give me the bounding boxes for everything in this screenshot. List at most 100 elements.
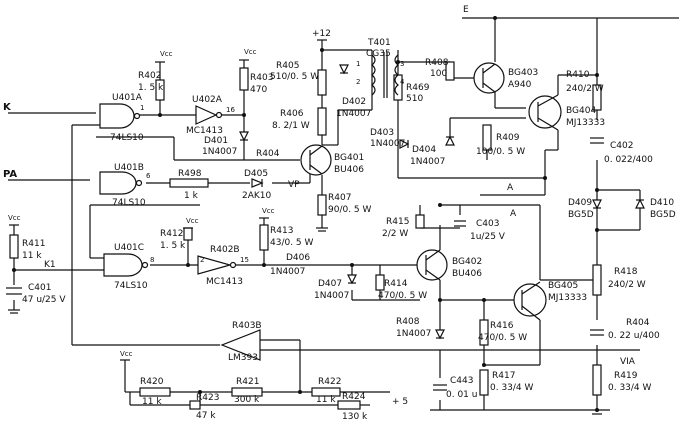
- pin-6: 6: [146, 172, 151, 180]
- r424-label: R424: [342, 392, 366, 402]
- r409-label: R409: [496, 133, 520, 143]
- input-pa-label: PA: [3, 169, 17, 180]
- bg403-value: A940: [508, 80, 532, 90]
- r424-value: 130 k: [342, 412, 368, 422]
- a-label-top: A: [507, 183, 514, 193]
- bg401-value: BU406: [334, 165, 364, 175]
- pin-t4: 4: [400, 78, 405, 86]
- d409-value: BG5D: [568, 210, 594, 220]
- d407-value: 1N4007: [314, 291, 349, 301]
- c401-label: C401: [28, 283, 51, 293]
- resistor-bodies: [9, 61, 602, 410]
- r403b-label: R403B: [232, 321, 262, 331]
- r402-label: R402: [138, 71, 161, 81]
- r416-label: R416: [490, 321, 514, 331]
- c443-value: 0. 01 u: [446, 390, 477, 400]
- r415-label: R415: [386, 217, 409, 227]
- bg404-label: BG404: [566, 106, 596, 116]
- transistor-bodies: [300, 62, 562, 321]
- r408b-value: 1N4007: [396, 329, 431, 339]
- d406-label: D406: [286, 253, 310, 263]
- d403-label: D403: [370, 128, 394, 138]
- pin-16: 16: [226, 106, 235, 114]
- r422-value: 11 k: [316, 395, 336, 405]
- r416-value: 470/0. 5 W: [478, 333, 527, 343]
- pin-1: 1: [140, 104, 144, 112]
- bg401-label: BG401: [334, 153, 364, 163]
- d407-label: D407: [318, 279, 342, 289]
- c443-label: C443: [450, 376, 473, 386]
- bg405-value: MJ13333: [548, 293, 587, 303]
- bg405-label: BG405: [548, 281, 578, 291]
- d404-value: 1N4007: [410, 157, 445, 167]
- r408-label: R408: [425, 58, 449, 68]
- r408-value: 100: [430, 69, 447, 79]
- d404-label: D404: [412, 145, 436, 155]
- u401c-part: 74LS10: [114, 281, 148, 291]
- plus12-label: +12: [312, 29, 331, 39]
- vcc-label-6: Vcc: [120, 350, 133, 358]
- r413-value: 43/0. 5 W: [270, 238, 314, 248]
- c403-label: C403: [476, 219, 499, 229]
- vcc-label-3: Vcc: [8, 214, 21, 222]
- r410-value: 240/2 W: [566, 84, 604, 94]
- r419-value: 0. 33/4 W: [608, 383, 652, 393]
- r407-value: 90/0. 5 W: [328, 205, 372, 215]
- d406-value: 1N4007: [270, 267, 305, 277]
- bg402-label: BG402: [452, 257, 482, 267]
- r412-label: R412: [160, 229, 183, 239]
- diode-symbols: [239, 64, 645, 340]
- d402-value: 1N4007: [336, 109, 371, 119]
- r415-value: 2/2 W: [382, 229, 408, 239]
- r423-label: R423: [196, 393, 219, 403]
- c402-value: 0. 022/400: [604, 155, 653, 165]
- input-k-label: K: [3, 102, 12, 113]
- pin-t2: 2: [356, 78, 360, 86]
- c401-value: 47 u/25 V: [22, 295, 66, 305]
- r409-value: 100/0. 5 W: [476, 147, 525, 157]
- r402-value: 1. 5 k: [138, 83, 164, 93]
- r403-label: R403: [250, 73, 273, 83]
- junction-dots: [12, 16, 599, 412]
- r414-label: R414: [384, 279, 408, 289]
- r418-value: 240/2 W: [608, 280, 646, 290]
- u402a-part: MC1413: [186, 126, 223, 136]
- c404-label: R404: [626, 318, 650, 328]
- ground-symbols: [8, 39, 602, 415]
- r405-value: 510/0. 5 W: [270, 72, 319, 82]
- r469-value: 510: [406, 94, 423, 104]
- r410-label: R410: [566, 70, 590, 80]
- r417-value: 0. 33/4 W: [490, 383, 534, 393]
- u401a-label: U401A: [112, 93, 143, 103]
- pin-2: 2: [200, 256, 204, 264]
- r414-value: 470/0. 5 W: [378, 291, 427, 301]
- bg404-value: MJ13333: [566, 118, 605, 128]
- r404-label: R404: [256, 149, 280, 159]
- a-label-bottom: A: [510, 209, 517, 219]
- vcc-label-5: Vcc: [262, 207, 275, 215]
- r408b-label: R408: [396, 317, 420, 327]
- d402-label: D402: [342, 97, 366, 107]
- u402b-part: MC1413: [206, 277, 243, 287]
- t401-label: T401: [367, 38, 391, 48]
- u401b-part: 74LS10: [112, 198, 146, 208]
- d401-value: 1N4007: [202, 147, 237, 157]
- u402b-label: R402B: [210, 245, 240, 255]
- pin-15: 15: [240, 256, 249, 264]
- r419-label: R419: [614, 371, 638, 381]
- d403-value: 1N4007: [370, 139, 405, 149]
- c403-value: 1u/25 V: [470, 232, 506, 242]
- capacitor-symbols: [6, 137, 604, 391]
- r498-label: R498: [178, 169, 202, 179]
- r422-label: R422: [318, 377, 341, 387]
- r418-label: R418: [614, 267, 638, 277]
- c404-value: 0. 22 u/400: [608, 331, 660, 341]
- r498-value: 1 k: [184, 191, 199, 201]
- r405-label: R405: [276, 61, 299, 71]
- vcc-label-2: Vcc: [244, 48, 257, 56]
- r469-label: R469: [406, 83, 430, 93]
- pin-t1: 1: [356, 60, 360, 68]
- transformer-coils: [371, 52, 399, 98]
- vcc-label-4: Vcc: [186, 217, 199, 225]
